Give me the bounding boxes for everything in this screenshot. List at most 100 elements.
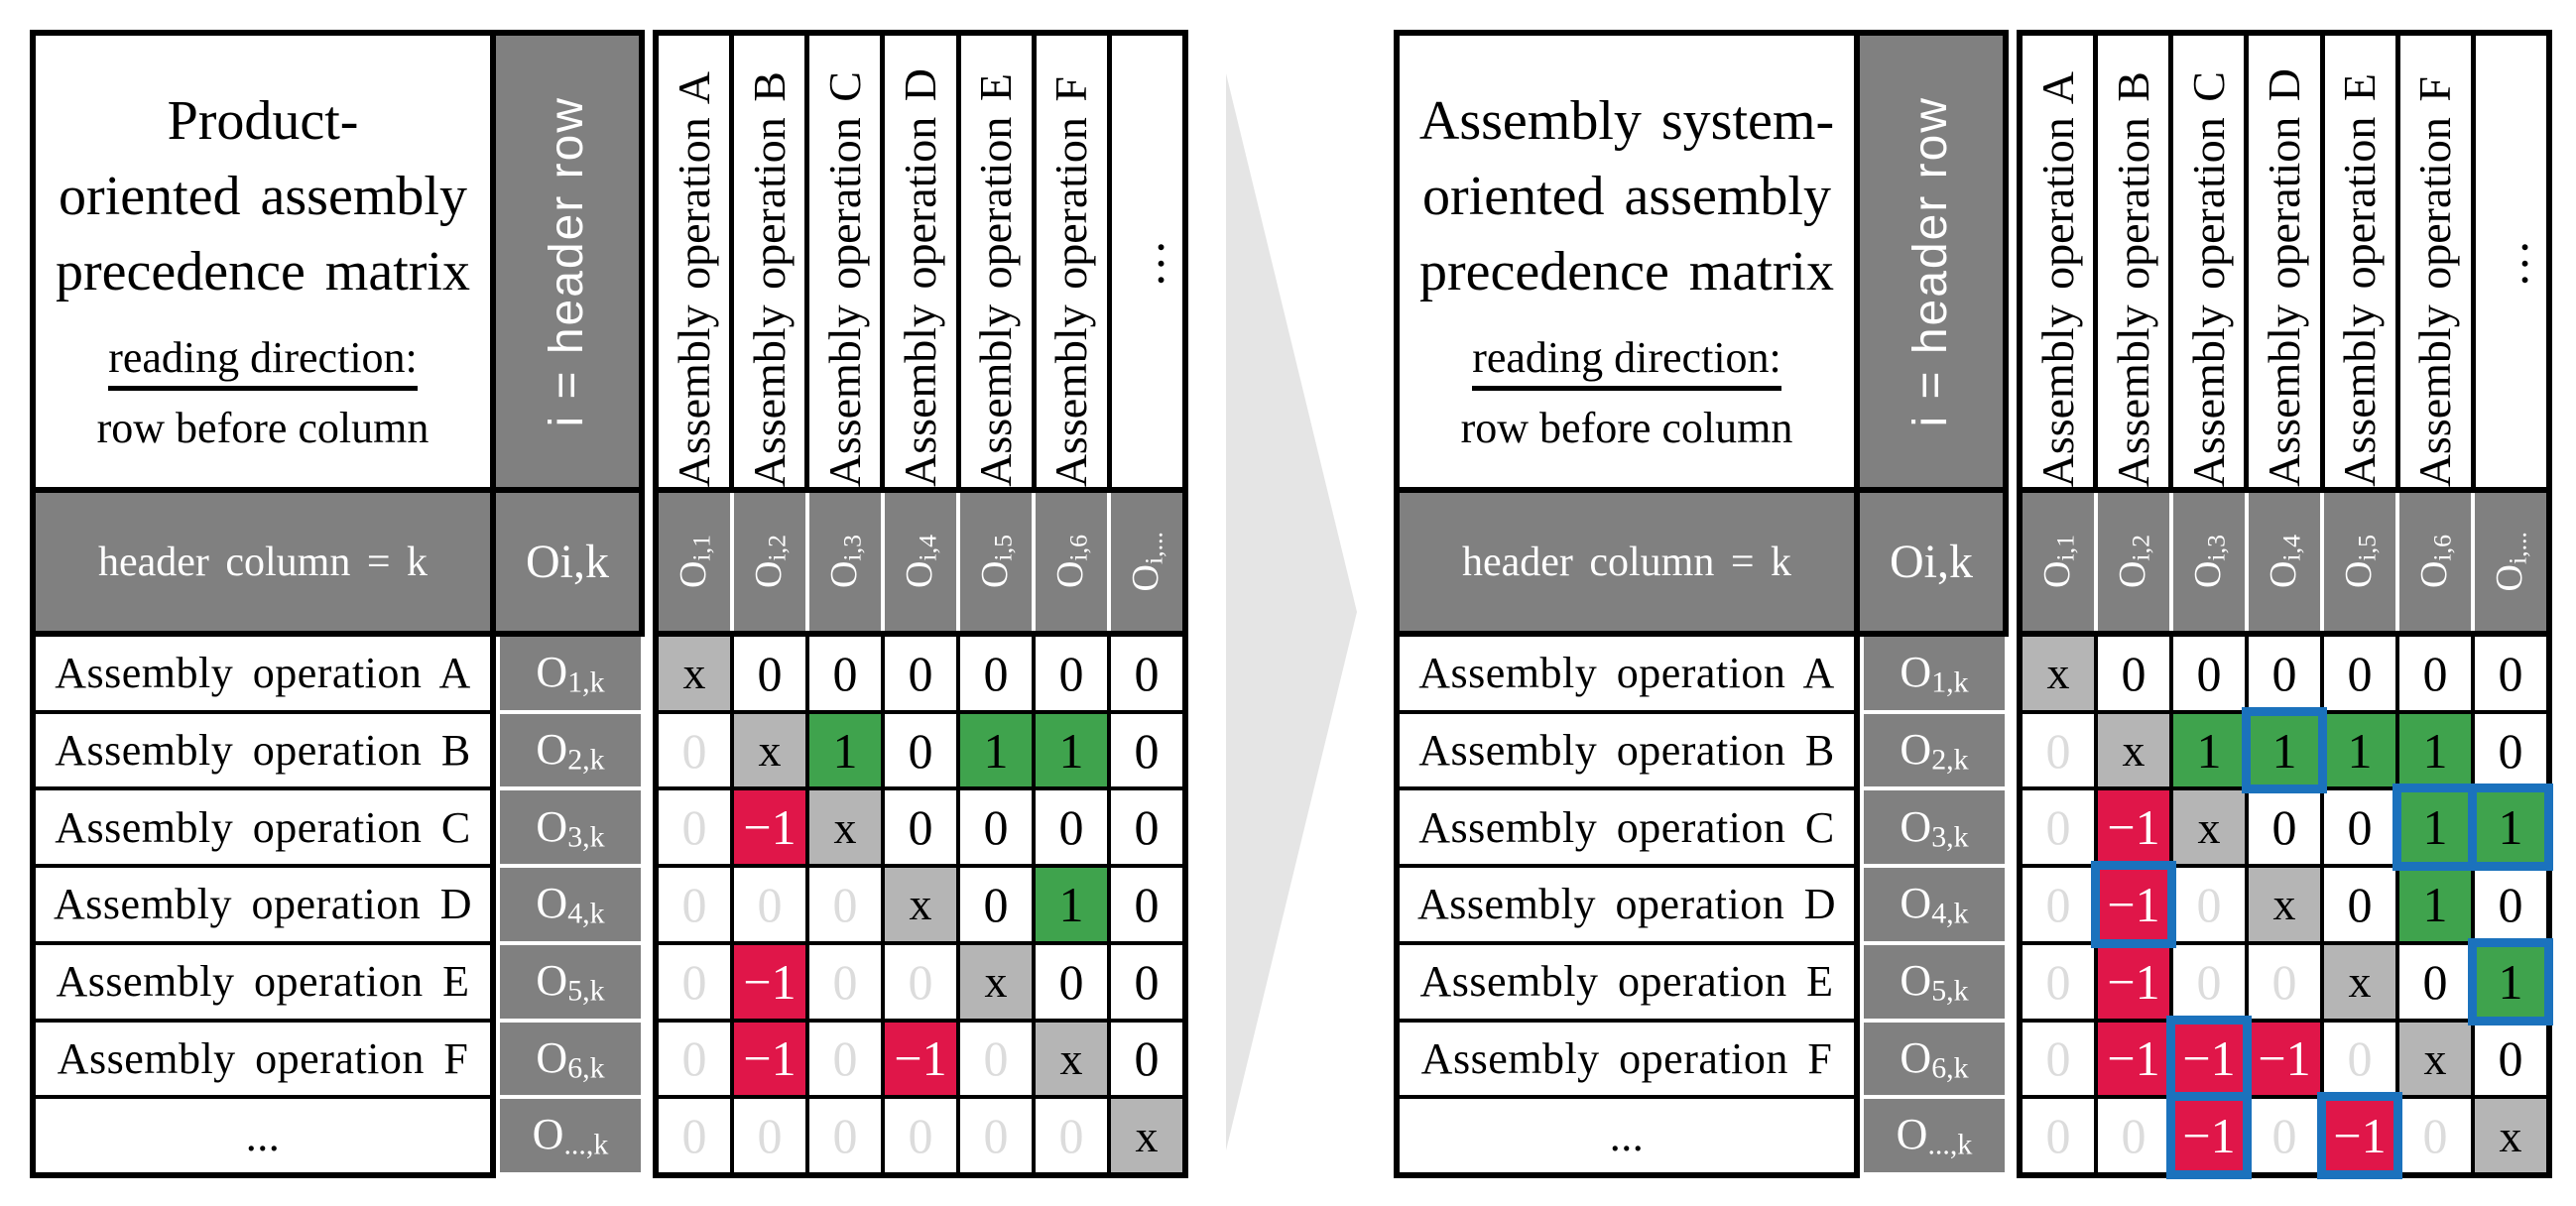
column-header-cell: Assembly operation F [1036, 36, 1107, 487]
matrix-cell: 0 [659, 713, 730, 787]
header-row-strip-label: i = header row [1904, 95, 1957, 427]
matrix-cell: x [2173, 790, 2245, 865]
column-header-label: ... [1119, 236, 1175, 287]
title-line: Assembly system- [1418, 90, 1835, 152]
row-label-cell: Assembly operation A [36, 637, 490, 710]
column-key-cell: Oi,1 [2023, 493, 2094, 631]
matrix-cell: 0 [2249, 790, 2320, 865]
matrix-cell: −1 [734, 1022, 805, 1096]
matrix-cell: 0 [734, 637, 805, 710]
matrix-cell: 0 [960, 637, 1032, 710]
matrix-cell: 0 [960, 1022, 1032, 1096]
matrix-cell: 0 [2475, 868, 2546, 941]
column-header-cell: Assembly operation E [960, 36, 1032, 487]
column-key-label: Oi,2 [747, 535, 792, 589]
matrix-title-box: Assembly system- oriented assembly prece… [1394, 30, 1860, 493]
column-header-cell: Assembly operation B [734, 36, 805, 487]
matrix-cell: −1 [2091, 861, 2176, 948]
column-header-label: Assembly operation D [894, 68, 945, 487]
matrix-cell: 0 [1111, 868, 1182, 941]
header-row-strip-label: i = header row [541, 95, 593, 427]
matrix-cell: 0 [1111, 1022, 1182, 1096]
column-header-cell: ... [1111, 36, 1182, 487]
matrix-cell: x [960, 944, 1032, 1019]
matrix-cell: 1 [2392, 784, 2478, 871]
row-key-cell: O3,k [500, 790, 641, 865]
matrix-cell: 0 [809, 637, 881, 710]
column-header-label: Assembly operation F [1045, 75, 1097, 487]
column-key-label: Oi,2 [2111, 535, 2155, 589]
matrix-cell: −1 [885, 1022, 956, 1096]
column-header-label: Assembly operation D [2258, 68, 2309, 487]
matrix-cell: 0 [1036, 944, 1107, 1019]
matrix-cell: 0 [659, 944, 730, 1019]
header-row-strip: i = header row [1854, 30, 2009, 493]
matrix-cell: 0 [1036, 1099, 1107, 1172]
matrix-title: Assembly system- oriented assembly prece… [1419, 83, 1834, 309]
matrix-cell: 0 [1111, 713, 1182, 787]
row-label-cell: Assembly operation C [36, 790, 490, 865]
title-line: Product- [167, 90, 359, 152]
column-key-cell: Oi,5 [960, 493, 1032, 631]
row-label-cell: Assembly operation F [36, 1022, 490, 1096]
column-key-cell: Oi,6 [2399, 493, 2471, 631]
column-key-cell: Oi,1 [659, 493, 730, 631]
matrix-title: Product- oriented assembly precedence ma… [56, 83, 470, 309]
column-key-label: Oi,5 [2337, 535, 2382, 589]
matrix-cell: 0 [2399, 944, 2471, 1019]
matrix-cell: x [885, 868, 956, 941]
row-label-cell: Assembly operation B [36, 713, 490, 787]
column-header-label: Assembly operation A [2031, 70, 2083, 487]
row-key-cell: O4,k [500, 868, 641, 941]
row-key-cell: O1,k [1864, 637, 2005, 710]
transformation-arrow [1226, 73, 1357, 1150]
matrix-cell: −1 [2249, 1022, 2320, 1096]
matrix-cell: 0 [809, 868, 881, 941]
row-key-label: O4,k [1900, 879, 1969, 930]
matrix-cell: 0 [2173, 868, 2245, 941]
matrix-cell: 0 [2023, 868, 2094, 941]
column-header-label: Assembly operation B [743, 70, 795, 487]
row-key-label: O...,k [532, 1110, 609, 1161]
matrix-cell: 0 [2475, 713, 2546, 787]
column-key-label: Oi,4 [898, 535, 942, 589]
matrix-cell: −1 [2098, 944, 2169, 1019]
row-key-label: O2,k [1900, 724, 1969, 777]
reading-direction-value: row before column [1460, 404, 1793, 452]
column-header-cell: Assembly operation A [659, 36, 730, 487]
matrix-cell: 0 [1111, 637, 1182, 710]
matrix-cell: 0 [2324, 1022, 2395, 1096]
matrix-cell: x [1036, 1022, 1107, 1096]
matrix-cell: x [2098, 713, 2169, 787]
column-header-cell: Assembly operation F [2399, 36, 2471, 487]
row-key-label: O2,k [536, 724, 605, 777]
row-key-label: O1,k [536, 648, 605, 699]
matrix-cell: 0 [2249, 1099, 2320, 1172]
column-header-cell: Assembly operation C [809, 36, 881, 487]
title-line: oriented assembly [59, 166, 467, 227]
column-header-cell: Assembly operation A [2023, 36, 2094, 487]
row-key-label: O...,k [1896, 1110, 1973, 1161]
matrix-cell: 0 [659, 1022, 730, 1096]
matrix-cell: 0 [809, 1099, 881, 1172]
row-label-cell: ... [36, 1099, 490, 1172]
header-column-cell: header column = k [1394, 487, 1860, 637]
matrix-cell: 1 [1036, 713, 1107, 787]
matrix-cell: x [2324, 944, 2395, 1019]
matrix-cell: 0 [734, 868, 805, 941]
matrix-cell: 0 [2249, 944, 2320, 1019]
column-key-label: Oi,1 [672, 535, 716, 589]
matrix-cell: −1 [734, 790, 805, 865]
matrix-cell: 0 [2249, 637, 2320, 710]
matrix-cell: 0 [809, 1022, 881, 1096]
matrix-cell: 0 [2475, 1022, 2546, 1096]
row-label-cell: ... [1400, 1099, 1854, 1172]
matrix-title-box: Product- oriented assembly precedence ma… [30, 30, 496, 493]
matrix-cell: −1 [2098, 1022, 2169, 1096]
matrix-cell: 0 [1111, 944, 1182, 1019]
matrix-symbol-cell: Oi,k [1854, 487, 2009, 637]
